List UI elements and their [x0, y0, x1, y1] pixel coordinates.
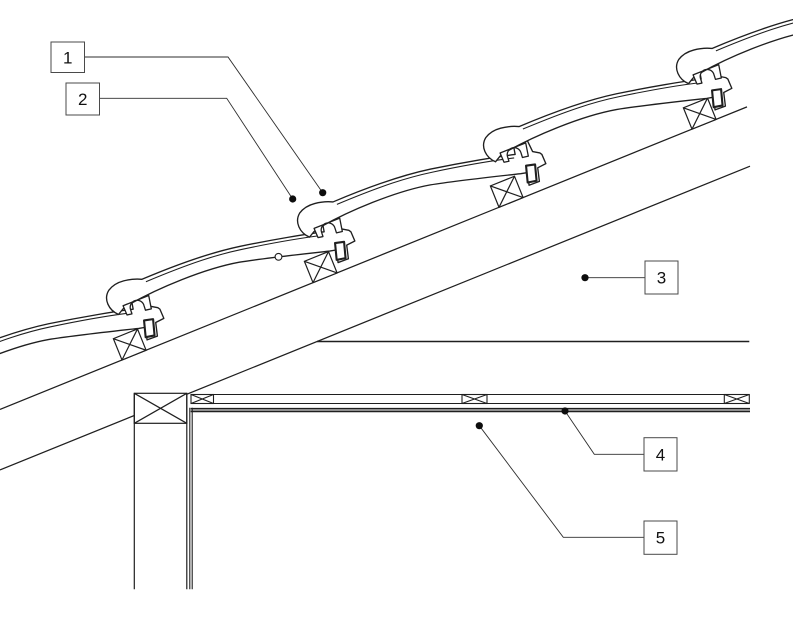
callout-4-dot [561, 407, 569, 415]
roof-tile [0, 292, 165, 393]
callout-5-box [643, 520, 678, 555]
callout-3-number: 3 [657, 269, 666, 288]
tile-batten-cross [121, 328, 139, 361]
roof-tile-surface-line [145, 234, 324, 283]
callout-1-dot [319, 189, 327, 197]
tile-batten [682, 97, 717, 130]
roof-deck-lower-line [0, 165, 751, 471]
wall-group [133, 392, 193, 590]
callout-1-leader [84, 56, 324, 193]
ceiling-batten-cross [461, 393, 488, 405]
ceiling-batten [190, 393, 215, 405]
callout-3-box [644, 260, 679, 295]
roof-tile-interlock-nib [692, 64, 722, 85]
tile-fixing-hole [274, 252, 283, 261]
tile-batten-cross [498, 175, 516, 208]
callout-4-number: 4 [656, 445, 665, 464]
wall-plate-cross [134, 392, 188, 424]
tile-batten [489, 175, 524, 209]
roof-tile-hook-nib [142, 318, 156, 339]
roof-tile-interlock-nib [122, 294, 152, 316]
roof-tile-interlock-nib [499, 142, 529, 163]
callout-4-leader [564, 410, 644, 455]
ceiling-batten-cross [724, 393, 750, 405]
callout-1-number: 1 [63, 48, 72, 67]
ceiling-batten [723, 393, 750, 405]
roof-deck-upper-line [0, 106, 748, 410]
tile-batten-cross [312, 251, 330, 283]
roof-tile [482, 62, 733, 163]
roof-tile-hook-nib [333, 240, 347, 261]
roof-tile-profile [0, 292, 165, 393]
ceiling-batten [461, 393, 488, 405]
tile-batten [303, 250, 338, 284]
roof-tile-hook-nib [524, 163, 538, 184]
roof-tile-profile [296, 138, 547, 238]
roof-tile-profile [482, 62, 733, 163]
callout-2-number: 2 [78, 90, 87, 109]
roof-tile-surface-line [522, 82, 701, 130]
callout-4: 4 [561, 407, 678, 472]
ceiling-batten-cross [190, 393, 214, 405]
callout-2-dot [289, 195, 297, 203]
callout-5-leader [478, 425, 644, 538]
callout-2-leader [99, 97, 294, 200]
callout-3: 3 [581, 260, 679, 295]
tile-batten [112, 328, 147, 361]
callout-1: 1 [50, 41, 327, 197]
roof-tile-interlock-nib [313, 217, 343, 239]
roof-tile-hook-nib [710, 88, 724, 109]
ceiling-group [190, 393, 750, 413]
callout-4-box [643, 437, 678, 472]
roof-tile [105, 215, 356, 316]
tile-batten-cross [691, 97, 709, 130]
callout-5-dot [475, 422, 483, 430]
roof-tile-profile [105, 215, 356, 316]
callout-5-number: 5 [656, 529, 665, 548]
callout-2: 2 [65, 82, 297, 203]
callout-2-box [65, 82, 100, 116]
roof-tile-surface-line [0, 312, 133, 360]
callout-3-dot [581, 274, 589, 282]
callout-5: 5 [475, 422, 678, 555]
roof-tile [675, 0, 793, 85]
callout-1-box [50, 41, 85, 73]
roof-tile-surface-line [715, 3, 793, 52]
roof-tile-profile [675, 0, 793, 85]
